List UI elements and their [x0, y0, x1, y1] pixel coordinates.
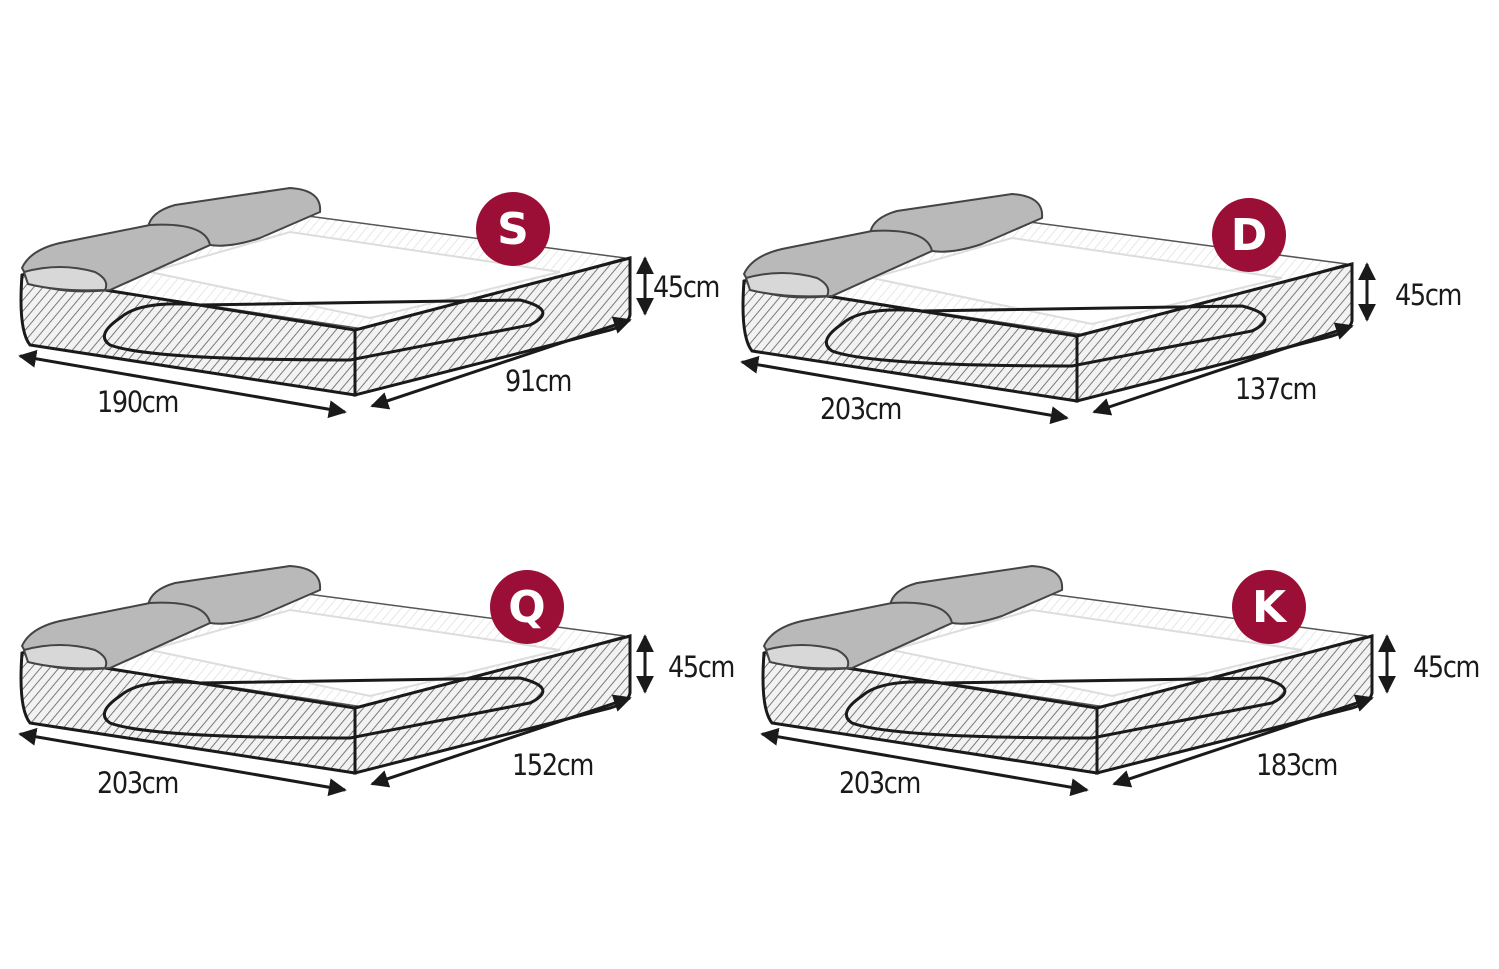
size-badge-single: S	[476, 192, 550, 266]
width-label: 152cm	[512, 748, 594, 782]
bed-size-queen-panel: Q 45cm 203cm 152cm	[0, 378, 750, 862]
width-label: 137cm	[1235, 372, 1317, 406]
bed-size-double-panel: D 45cm 203cm 137cm	[722, 6, 1472, 490]
height-label: 45cm	[1413, 650, 1480, 684]
size-badge-double: D	[1212, 198, 1286, 272]
length-label: 190cm	[97, 385, 179, 419]
length-label: 203cm	[820, 392, 902, 426]
height-label: 45cm	[1395, 278, 1462, 312]
width-label: 183cm	[1256, 748, 1338, 782]
size-badge-king: K	[1232, 570, 1306, 644]
length-label: 203cm	[839, 766, 921, 800]
height-label: 45cm	[668, 650, 735, 684]
height-label: 45cm	[653, 270, 720, 304]
width-label: 91cm	[505, 364, 572, 398]
size-badge-queen: Q	[490, 570, 564, 644]
bed-size-single-panel: S 45cm 190cm 91cm	[0, 0, 750, 484]
bed-size-king-panel: K 45cm 203cm 183cm	[742, 378, 1492, 862]
length-label: 203cm	[97, 766, 179, 800]
